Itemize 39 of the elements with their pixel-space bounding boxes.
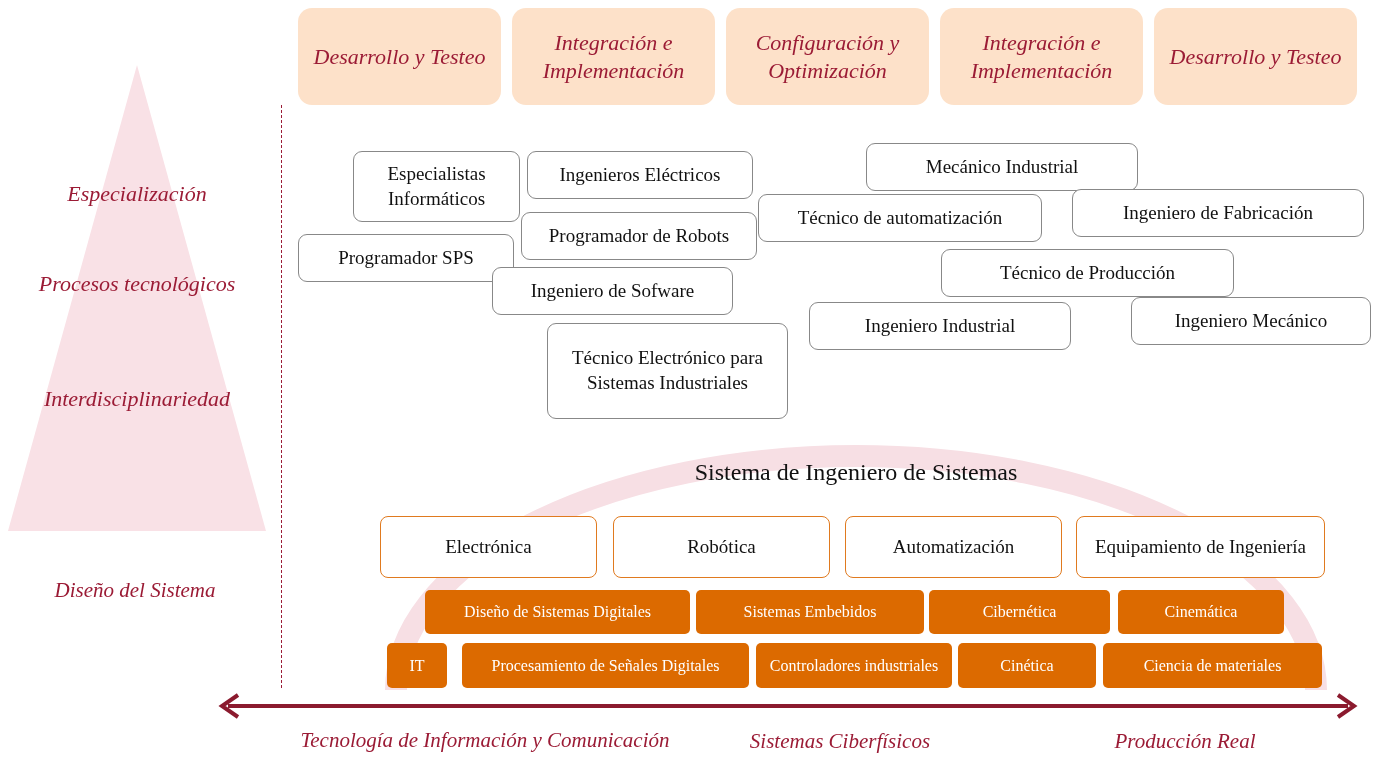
axis-label: Tecnología de Información y Comunicación	[300, 726, 670, 754]
phase-box: Configuración y Optimización	[726, 8, 929, 105]
phase-box: Desarrollo y Testeo	[298, 8, 501, 105]
role-box: Técnico de automatización	[758, 194, 1042, 242]
pyramid-label: Especialización	[66, 180, 208, 208]
discipline-box: Procesamiento de Señales Digitales	[462, 643, 749, 688]
discipline-box: IT	[387, 643, 447, 688]
phase-box: Desarrollo y Testeo	[1154, 8, 1357, 105]
role-box: Especialistas Informáticos	[353, 151, 520, 222]
axis-label: Producción Real	[1113, 727, 1257, 755]
discipline-box: Ciencia de materiales	[1103, 643, 1322, 688]
role-box: Técnico Electrónico para Sistemas Industriales	[547, 323, 788, 419]
axis-label: Sistemas Ciberfísicos	[748, 727, 932, 755]
role-box: Ingeniero Mecánico	[1131, 297, 1371, 345]
discipline-box: Cinética	[958, 643, 1096, 688]
domain-box: Equipamiento de Ingeniería	[1076, 516, 1325, 578]
role-box: Programador de Robots	[521, 212, 757, 260]
role-box: Ingenieros Eléctricos	[527, 151, 753, 199]
discipline-box: Controladores industriales	[756, 643, 952, 688]
discipline-box: Sistemas Embebidos	[696, 590, 924, 634]
domain-box: Electrónica	[380, 516, 597, 578]
role-box: Ingeniero Industrial	[809, 302, 1071, 350]
role-box: Programador SPS	[298, 234, 514, 282]
discipline-box: Cibernética	[929, 590, 1110, 634]
pyramid-label: Procesos tecnológicos	[37, 270, 237, 298]
axis-label: Diseño del Sistema	[53, 576, 217, 604]
role-box: Mecánico Industrial	[866, 143, 1138, 191]
role-box: Ingeniero de Fabricación	[1072, 189, 1364, 237]
role-box: Técnico de Producción	[941, 249, 1234, 297]
phase-box: Integración e Implementación	[940, 8, 1143, 105]
domain-box: Automatización	[845, 516, 1062, 578]
discipline-box: Cinemática	[1118, 590, 1284, 634]
domain-box: Robótica	[613, 516, 830, 578]
pyramid-triangle	[8, 65, 266, 531]
pyramid-label: Interdisciplinariedad	[42, 385, 232, 413]
phase-box: Integración e Implementación	[512, 8, 715, 105]
role-box: Ingeniero de Sofware	[492, 267, 733, 315]
discipline-box: Diseño de Sistemas Digitales	[425, 590, 690, 634]
arch-title: Sistema de Ingeniero de Sistemas	[693, 459, 1019, 486]
